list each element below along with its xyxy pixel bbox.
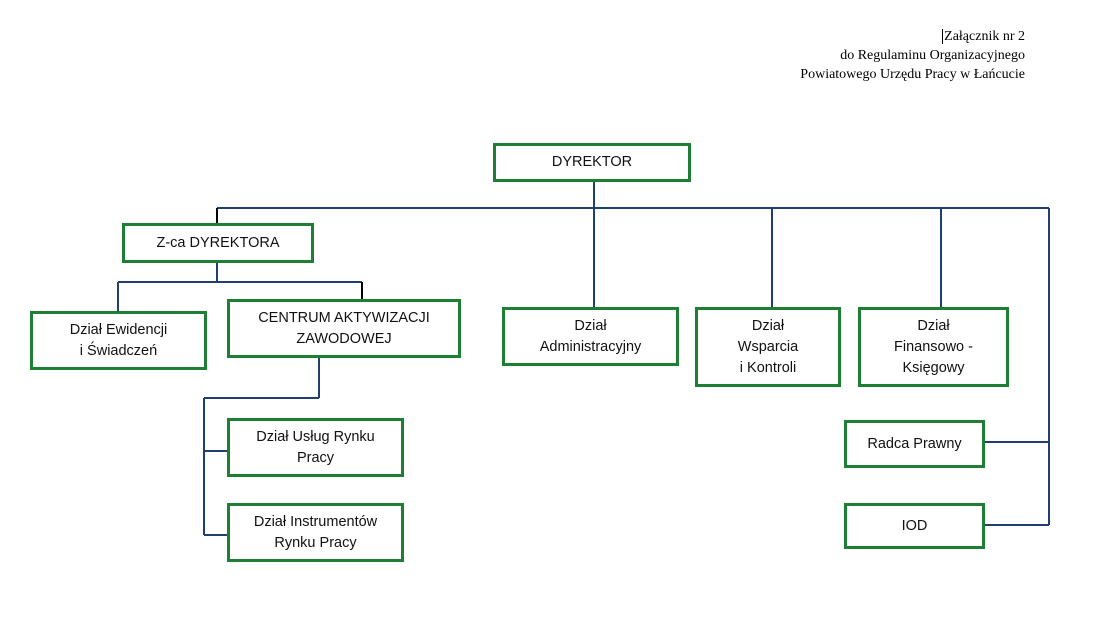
box-dyrektor: DYREKTOR xyxy=(493,143,691,182)
box-dzial-uslug: Dział Usług Rynku Pracy xyxy=(227,418,404,477)
box-dzial-ewidencji: Dział Ewidencji i Świadczeń xyxy=(30,311,207,370)
attachment-regulation: do Regulaminu Organizacyjnego xyxy=(840,48,1025,63)
box-dzial-administracyjny: Dział Administracyjny xyxy=(502,307,679,366)
box-zca-dyrektora: Z-ca DYREKTORA xyxy=(122,223,314,263)
box-radca-prawny: Radca Prawny xyxy=(844,420,985,468)
box-centrum-aktywizacji: CENTRUM AKTYWIZACJI ZAWODOWEJ xyxy=(227,299,461,358)
attachment-number: Załącznik nr 2 xyxy=(942,29,1025,44)
box-dzial-wsparcia: Dział Wsparcia i Kontroli xyxy=(695,307,841,387)
attachment-header: Załącznik nr 2 do Regulaminu Organizacyj… xyxy=(800,27,1025,84)
box-iod: IOD xyxy=(844,503,985,549)
attachment-office: Powiatowego Urzędu Pracy w Łańcucie xyxy=(800,67,1025,82)
box-dzial-instrumentow: Dział Instrumentów Rynku Pracy xyxy=(227,503,404,562)
box-dzial-finansowo: Dział Finansowo - Księgowy xyxy=(858,307,1009,387)
